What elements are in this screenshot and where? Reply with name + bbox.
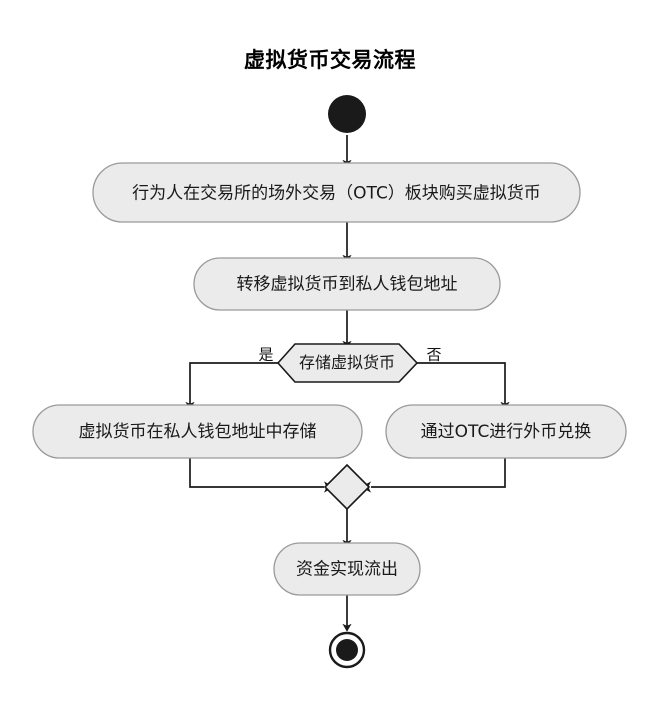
edge-store-to-merge [189,458,324,488]
page-title: 虚拟货币交易流程 [244,48,416,72]
start-node[interactable] [328,95,366,133]
process-node-buy[interactable]: 行为人在交易所的场外交易（OTC）板块购买虚拟货币 [92,162,581,223]
process-node-outflow-label: 资金实现流出 [296,560,398,580]
edge-decision-yes-to-store [185,362,278,410]
process-node-buy-label: 行为人在交易所的场外交易（OTC）板块购买虚拟货币 [132,184,541,204]
process-node-exchange[interactable]: 通过OTC进行外币兑换 [385,404,627,459]
process-node-store[interactable]: 虚拟货币在私人钱包地址中存储 [32,404,363,459]
end-node[interactable] [328,631,366,669]
decision-node-store-crypto[interactable]: 存储虚拟货币 [276,343,419,383]
process-node-exchange-label: 通过OTC进行外币兑换 [421,422,592,442]
edge-decision-no-to-exchange [417,362,510,410]
branch-label-no: 否 [426,346,441,364]
edge-exchange-to-merge [371,458,506,488]
merge-node[interactable] [323,463,371,511]
process-node-transfer[interactable]: 转移虚拟货币到私人钱包地址 [193,257,501,311]
process-node-transfer-label: 转移虚拟货币到私人钱包地址 [237,275,458,295]
branch-label-yes: 是 [258,346,273,364]
decision-node-label: 存储虚拟货币 [299,353,395,372]
process-node-store-label: 虚拟货币在私人钱包地址中存储 [79,422,317,442]
process-node-outflow[interactable]: 资金实现流出 [273,542,421,596]
